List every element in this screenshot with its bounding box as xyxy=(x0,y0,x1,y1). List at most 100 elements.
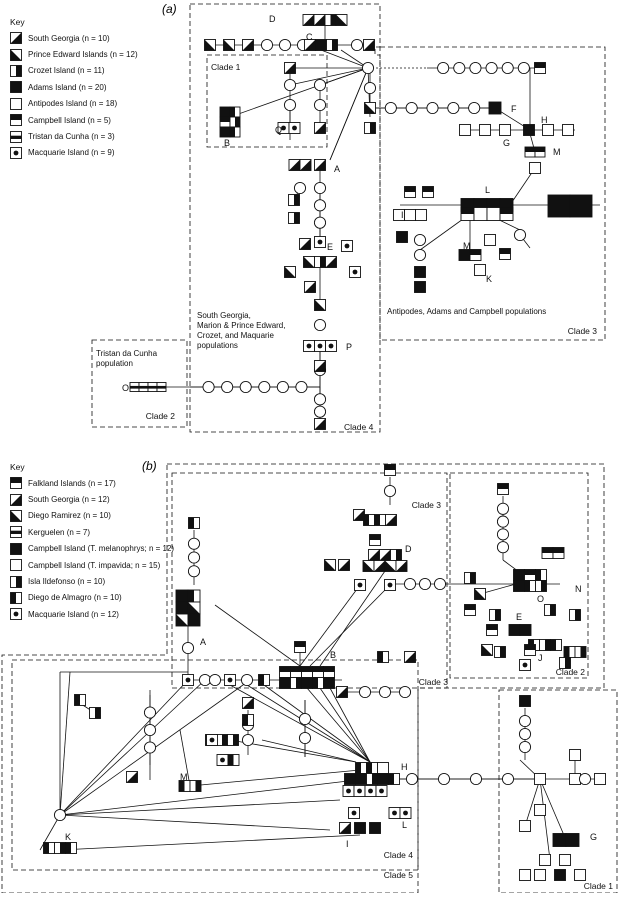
key-label: Diego Ramirez (n = 10) xyxy=(28,511,111,521)
key-label: Adams Island (n = 20) xyxy=(28,82,107,92)
mutational-link xyxy=(59,679,189,816)
haplotype-node xyxy=(563,646,587,658)
node-E xyxy=(303,256,337,268)
key-entry: Campbell Island (T. impavida; n = 15) xyxy=(10,557,174,573)
region-text: South Georgia, xyxy=(197,311,251,320)
mutational-link xyxy=(59,778,366,816)
clade-4-box xyxy=(189,3,381,433)
haplotype-node xyxy=(569,773,581,785)
node-I xyxy=(393,209,427,221)
mutational-link xyxy=(59,799,341,816)
node-label: L xyxy=(485,185,490,195)
missing-haplotype-node xyxy=(384,101,397,115)
missing-haplotype-node xyxy=(313,216,327,229)
missing-haplotype-node xyxy=(578,772,592,786)
haplotype-node xyxy=(489,609,501,621)
node-label: I xyxy=(346,839,349,849)
missing-haplotype-node xyxy=(283,78,297,92)
haplotype-node xyxy=(519,659,531,671)
clade-label: Clade 1 xyxy=(584,881,614,891)
node-label: K xyxy=(65,832,71,842)
key-swatch-icon xyxy=(10,32,22,45)
node-N xyxy=(524,146,546,158)
haplotype-node xyxy=(369,822,381,834)
haplotype-node xyxy=(499,124,511,136)
haplotype-node xyxy=(554,869,566,881)
haplotype-node xyxy=(363,39,375,51)
haplotype-node xyxy=(519,695,531,707)
node-label: M xyxy=(180,772,188,782)
mutational-link xyxy=(309,584,391,667)
node-label: A xyxy=(334,164,340,174)
node-label: M xyxy=(553,147,561,157)
haplotype-node xyxy=(344,773,400,785)
node-K xyxy=(43,842,77,854)
missing-haplotype-node xyxy=(447,101,460,115)
haplotype-node xyxy=(519,869,531,881)
node-label: J xyxy=(588,209,593,219)
node-label: D xyxy=(405,544,412,554)
key-label: Macquarie Island (n = 9) xyxy=(28,148,115,158)
haplotype-node xyxy=(497,483,509,495)
missing-haplotype-node xyxy=(143,723,157,737)
region-text: Marion & Prince Edward, xyxy=(197,321,285,330)
missing-haplotype-node xyxy=(313,318,327,332)
haplotype-node xyxy=(279,677,335,689)
key-entry: Tristan da Cunha (n = 3) xyxy=(10,128,138,144)
clade-label: Clade 1 xyxy=(211,62,241,72)
haplotype-node xyxy=(474,264,486,276)
haplotype-node xyxy=(559,854,571,866)
missing-haplotype-node xyxy=(276,380,289,394)
node-D xyxy=(302,14,348,26)
haplotype-node xyxy=(534,804,546,816)
missing-haplotype-node xyxy=(469,772,483,786)
node-H xyxy=(523,124,535,136)
haplotype-node xyxy=(534,773,546,785)
haplotype-node xyxy=(541,547,565,559)
haplotype-node xyxy=(354,579,366,591)
mutational-link xyxy=(539,778,567,841)
missing-haplotype-node xyxy=(187,565,201,578)
haplotype-node xyxy=(519,820,531,832)
region-text: population xyxy=(96,359,133,368)
missing-haplotype-node xyxy=(413,248,427,262)
missing-haplotype-node xyxy=(143,706,157,719)
clade-label: Clade 2 xyxy=(556,667,586,677)
mutational-link xyxy=(320,49,369,69)
haplotype-node xyxy=(404,186,416,198)
node-label: H xyxy=(401,762,408,772)
key-entry: Falkland Islands (n = 17) xyxy=(10,475,174,491)
haplotype-node xyxy=(224,674,236,686)
node-label: L xyxy=(402,820,407,830)
region-text: Tristan da Cunha xyxy=(96,349,158,358)
mutational-link xyxy=(299,584,361,667)
missing-haplotype-node xyxy=(469,61,482,75)
haplotype-node xyxy=(384,579,396,591)
missing-haplotype-node xyxy=(358,685,372,699)
missing-haplotype-node xyxy=(239,380,252,394)
missing-haplotype-node xyxy=(513,228,527,242)
missing-haplotype-node xyxy=(501,61,514,75)
haplotype-node xyxy=(384,464,396,476)
missing-haplotype-node xyxy=(405,772,419,786)
node-C xyxy=(304,39,338,51)
key-swatch-icon xyxy=(10,114,22,127)
mutational-link xyxy=(509,167,536,206)
missing-haplotype-node xyxy=(437,772,451,786)
haplotype-node xyxy=(314,360,326,372)
haplotype-node xyxy=(594,773,606,785)
node-label: F xyxy=(511,104,517,114)
missing-haplotype-node xyxy=(283,98,297,112)
haplotype-node xyxy=(126,771,138,783)
missing-haplotype-node xyxy=(501,772,515,786)
haplotype-node xyxy=(464,572,476,584)
haplotype-node xyxy=(481,644,493,656)
key-swatch-icon xyxy=(10,97,22,110)
key-label: Prince Edward Islands (n = 12) xyxy=(28,50,138,60)
node-C xyxy=(363,514,397,526)
node-label: H xyxy=(541,115,548,125)
haplotype-node xyxy=(258,674,270,686)
haplotype-node xyxy=(479,124,491,136)
